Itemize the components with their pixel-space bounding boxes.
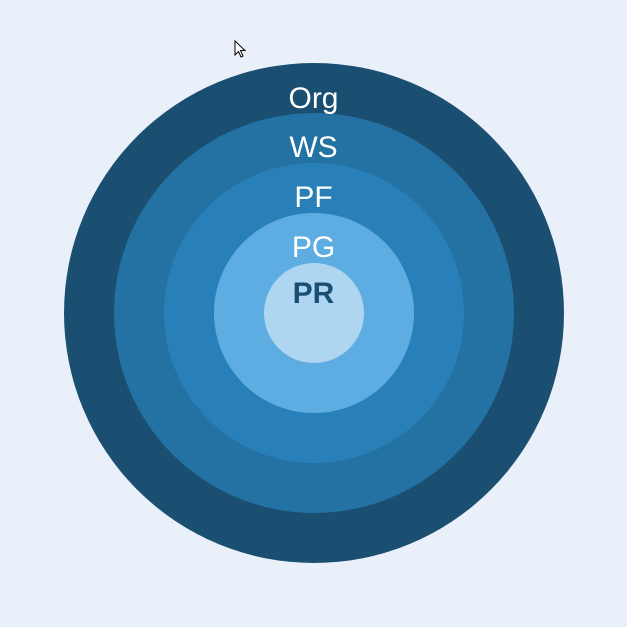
label-pg: PG xyxy=(291,231,336,264)
label-ws: WS xyxy=(289,131,338,164)
layer-pr xyxy=(264,263,364,363)
mouse-cursor-icon xyxy=(234,40,247,58)
label-pf: PF xyxy=(294,181,333,214)
label-pr: PR xyxy=(292,277,335,310)
label-org: Org xyxy=(288,82,339,115)
